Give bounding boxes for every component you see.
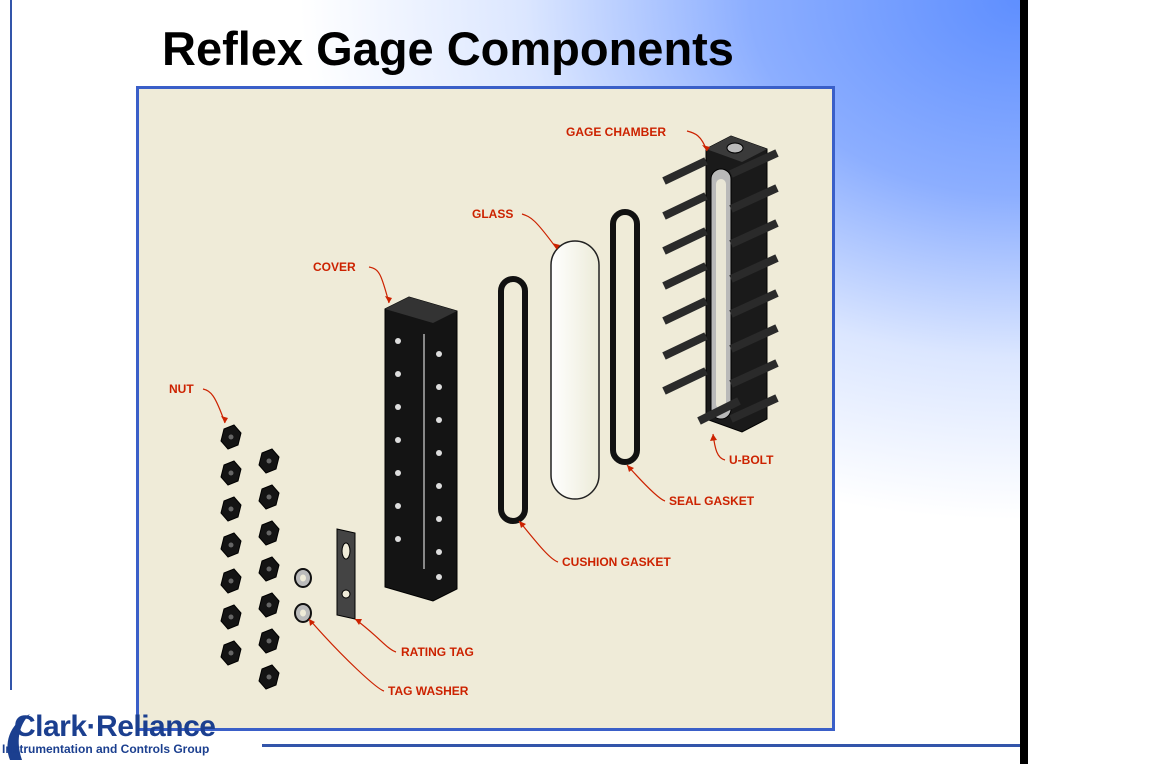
- label-cushion-gasket: CUSHION GASKET: [562, 555, 671, 569]
- label-tag-washer: TAG WASHER: [388, 684, 469, 698]
- nut-parts: [220, 424, 280, 690]
- logo-tagline: Instrumentation and Controls Group: [2, 742, 210, 756]
- label-u-bolt: U-BOLT: [729, 453, 774, 467]
- label-seal-gasket: SEAL GASKET: [669, 494, 755, 508]
- cushion-gasket-part: [498, 276, 528, 524]
- label-cover: COVER: [313, 260, 356, 274]
- logo-wordmark: Clark·Reliance: [14, 710, 216, 743]
- label-glass: GLASS: [472, 207, 513, 221]
- exploded-view-illustration: GAGE CHAMBER GLASS COVER NUT U-BOLT SEAL…: [169, 125, 779, 698]
- logo-swoosh-icon: [7, 714, 30, 760]
- components-diagram: GAGE CHAMBER GLASS COVER NUT U-BOLT SEAL…: [136, 86, 835, 731]
- gage-chamber-part: [705, 135, 768, 433]
- cover-part: [384, 296, 458, 602]
- label-nut: NUT: [169, 382, 194, 396]
- glass-part: [550, 240, 600, 500]
- rating-tag-part: [336, 528, 356, 620]
- label-rating-tag: RATING TAG: [401, 645, 474, 659]
- seal-gasket-part: [610, 209, 640, 465]
- label-gage-chamber: GAGE CHAMBER: [566, 125, 666, 139]
- left-divider: [10, 0, 12, 690]
- bottom-divider: [262, 744, 1020, 747]
- leader-lines: [202, 130, 726, 692]
- tag-washer-parts: [294, 568, 312, 623]
- slide-title: Reflex Gage Components: [162, 22, 734, 75]
- right-edge-bar: [1020, 0, 1028, 764]
- clark-reliance-logo: Clark·Reliance Instrumentation and Contr…: [0, 690, 262, 764]
- u-bolt-parts: [662, 149, 779, 425]
